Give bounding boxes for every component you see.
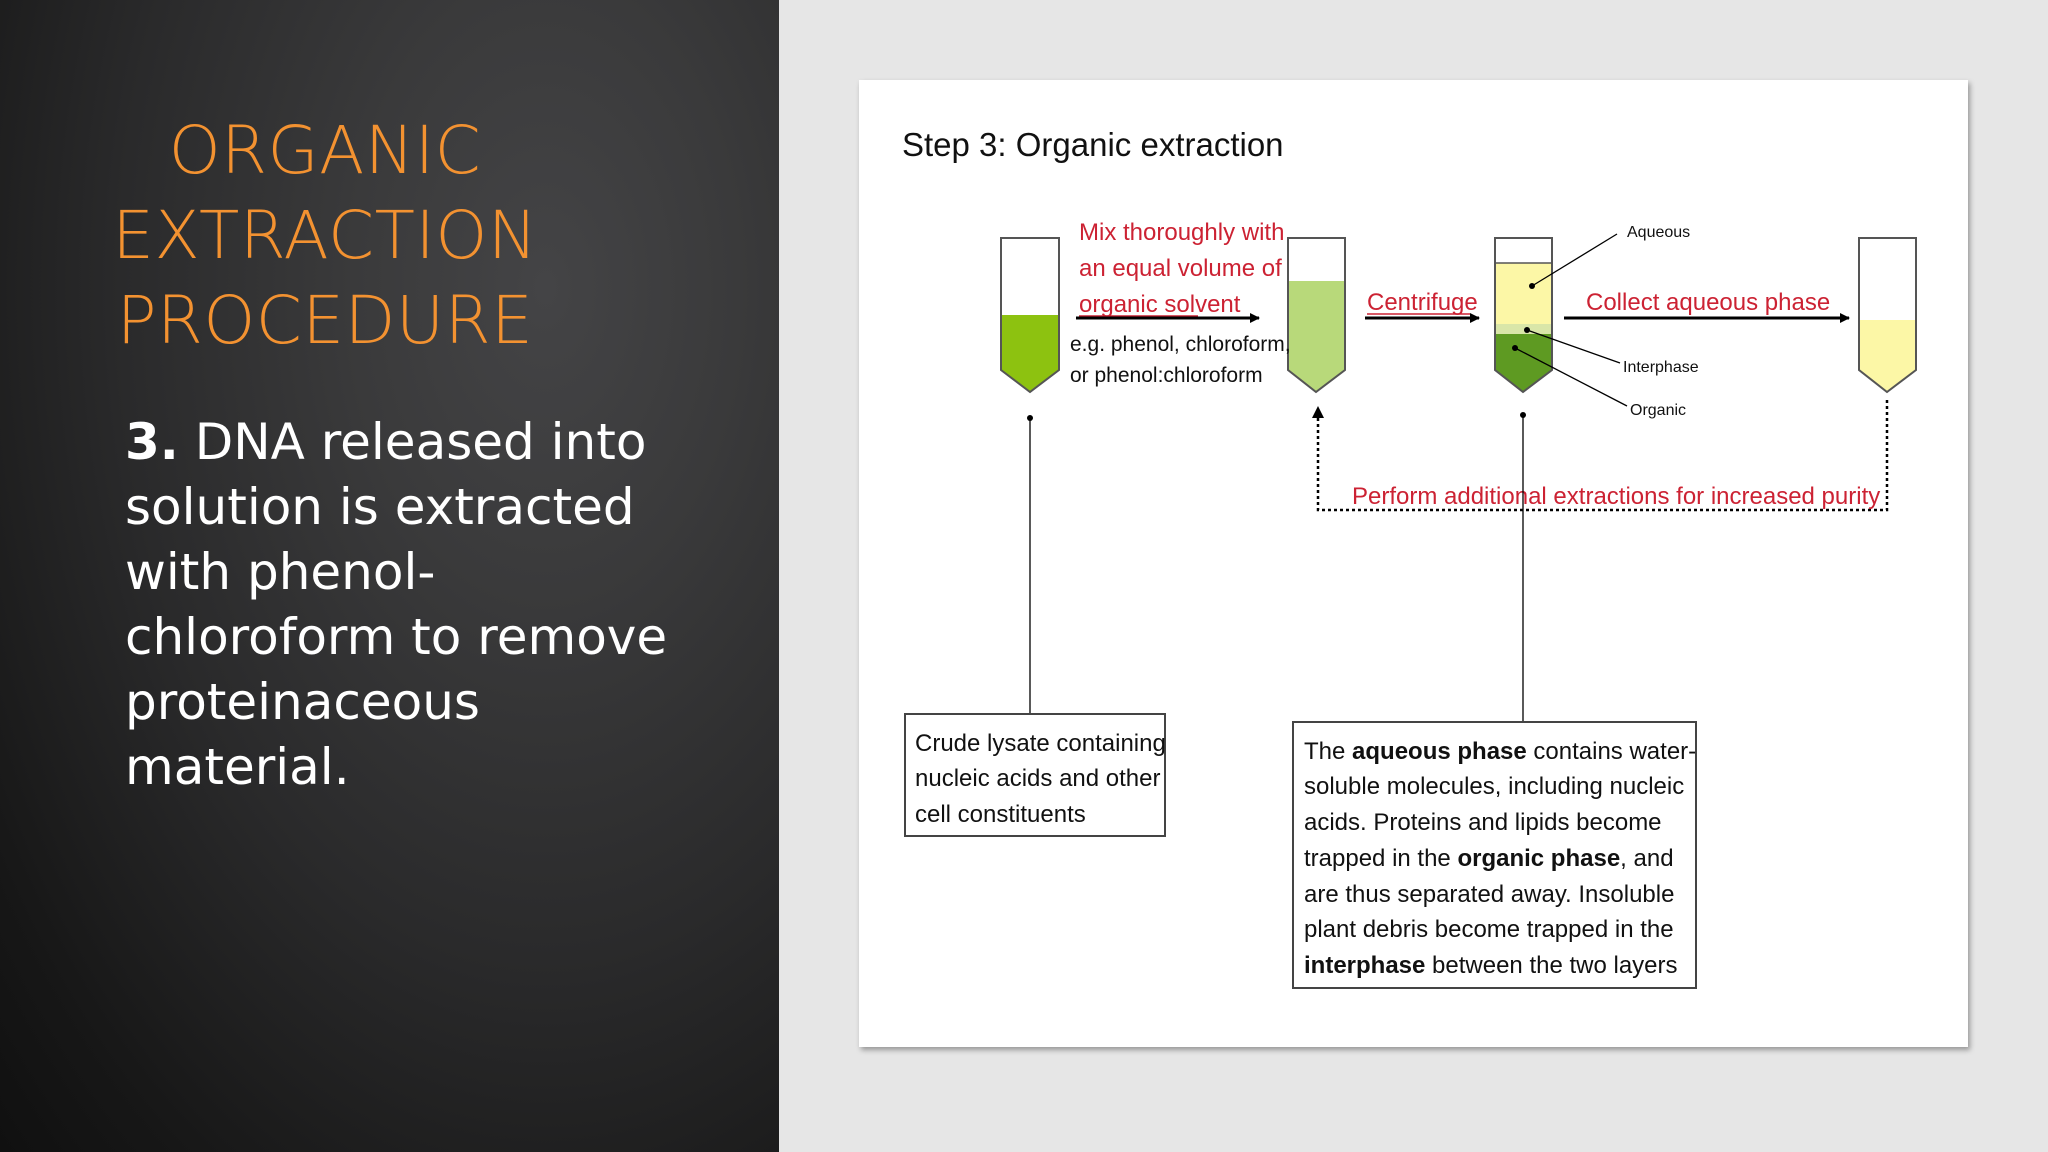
example-line-1: e.g. phenol, chloroform, xyxy=(1070,333,1291,356)
aqueous-label: Aqueous xyxy=(1627,224,1690,241)
tube-aqueous xyxy=(1858,237,1917,394)
phase-line-1: The aqueous phase contains water- xyxy=(1304,738,1696,765)
diagram-figure: Step 3: Organic extraction xyxy=(859,80,1968,1047)
organic-label: Organic xyxy=(1630,402,1686,419)
phase-line-7: interphase between the two layers xyxy=(1304,952,1678,979)
collect-label: Collect aqueous phase xyxy=(1586,289,1830,316)
layer-labels: Aqueous Interphase Organic xyxy=(1623,224,1699,419)
step-number: 3. xyxy=(125,413,179,471)
body-line-6: material. xyxy=(125,738,350,796)
lysate-box: Crude lysate containing nucleic acids an… xyxy=(904,713,1166,837)
slide-body-text: 3. DNA released into solution is extract… xyxy=(125,410,685,800)
mix-instruction: Mix thoroughly with an equal volume of o… xyxy=(1079,219,1284,318)
example-line-2: or phenol:chloroform xyxy=(1070,364,1263,387)
mix-line-2: an equal volume of xyxy=(1079,255,1282,282)
tube-lysate-fill xyxy=(1001,315,1059,392)
tube-mixed-fill xyxy=(1288,281,1345,392)
interphase-label: Interphase xyxy=(1623,359,1699,376)
title-line-3: PROCEDURE xyxy=(116,282,534,359)
phase-line-5: are thus separated away. Insoluble xyxy=(1304,881,1674,908)
mix-line-1: Mix thoroughly with xyxy=(1079,219,1284,246)
centrifuge-label: Centrifuge xyxy=(1367,289,1478,316)
body-line-3: with phenol- xyxy=(125,543,436,601)
interphase-layer xyxy=(1495,324,1552,334)
organic-layer xyxy=(1495,334,1552,392)
phase-line-2: soluble molecules, including nucleic xyxy=(1304,773,1684,800)
title-line-1: ORGANIC xyxy=(168,112,482,189)
left-panel: ORGANIC EXTRACTION PROCEDURE 3. DNA rele… xyxy=(0,0,779,1152)
tube-mixed xyxy=(1287,237,1346,394)
mix-line-3: organic solvent xyxy=(1079,291,1241,318)
body-line-2: solution is extracted xyxy=(125,478,635,536)
phase-explanation-box: The aqueous phase contains water- solubl… xyxy=(1292,721,1697,989)
lysate-line-3: cell constituents xyxy=(915,801,1086,828)
body-line-1-text: DNA released into xyxy=(178,413,647,471)
solvent-examples: e.g. phenol, chloroform, or phenol:chlor… xyxy=(1070,333,1291,387)
tube-lysate xyxy=(1000,237,1060,421)
repeat-label: Perform additional extractions for incre… xyxy=(1352,483,1880,510)
tube-separated xyxy=(1494,233,1628,418)
phase-line-4: trapped in the organic phase, and xyxy=(1304,845,1674,872)
phase-line-3: acids. Proteins and lipids become xyxy=(1304,809,1662,836)
slide-title: ORGANIC EXTRACTION PROCEDURE xyxy=(110,108,540,363)
body-line-4: chloroform to remove xyxy=(125,608,668,666)
aqueous-layer xyxy=(1495,263,1552,324)
figure-title: Step 3: Organic extraction xyxy=(902,126,1284,163)
title-line-2: EXTRACTION xyxy=(112,197,538,274)
lysate-line-1: Crude lysate containing xyxy=(915,730,1166,757)
body-line-1: 3. DNA released into xyxy=(125,410,685,475)
repeat-loop: Perform additional extractions for incre… xyxy=(1312,400,1889,512)
phase-line-6: plant debris become trapped in the xyxy=(1304,916,1674,943)
lysate-line-2: nucleic acids and other xyxy=(915,765,1160,792)
tube-aqueous-fill xyxy=(1859,320,1916,392)
body-line-5: proteinaceous xyxy=(125,673,480,731)
extraction-diagram: Step 3: Organic extraction xyxy=(902,126,1917,989)
